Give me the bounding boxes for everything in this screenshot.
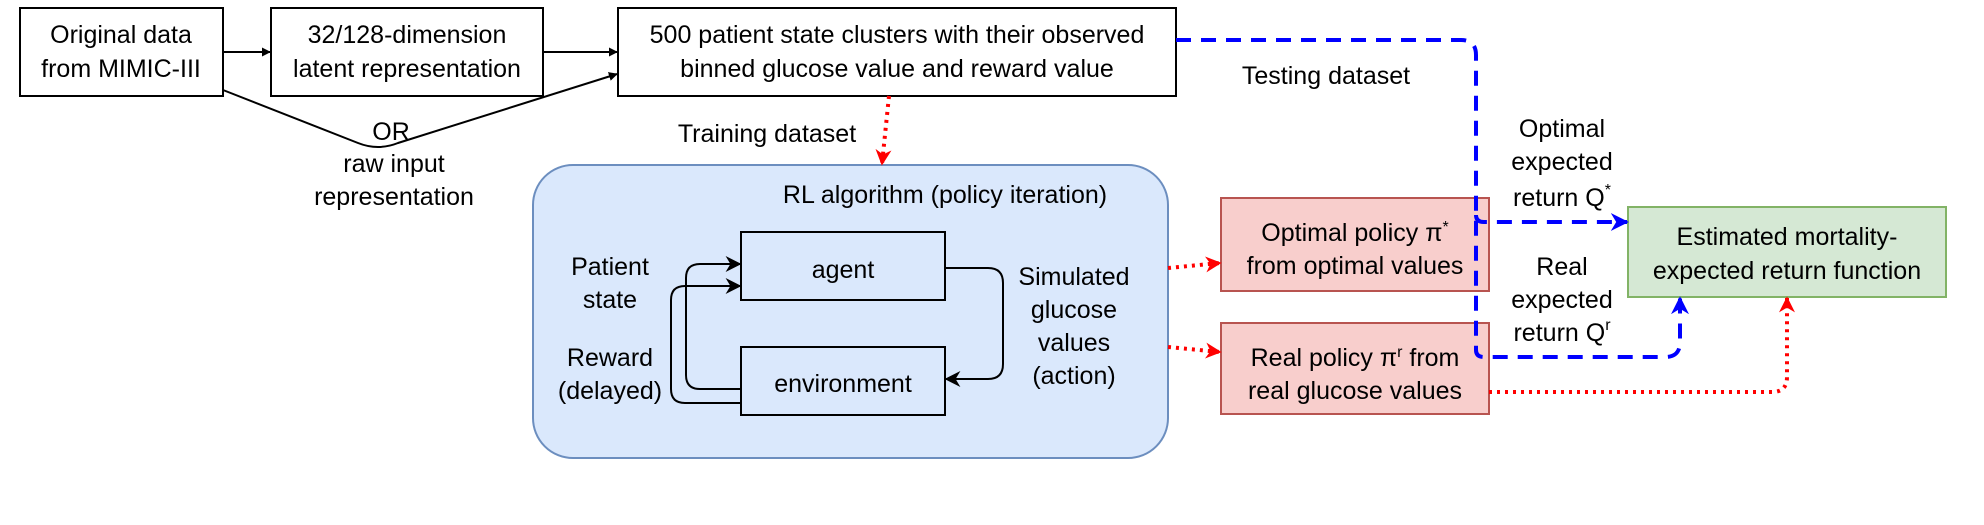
simulated-line-1: Simulated xyxy=(1018,263,1129,291)
node-agent: agent xyxy=(740,231,946,301)
edge-reward-loop-outer xyxy=(670,285,721,404)
rl-title: RL algorithm (policy iteration) xyxy=(783,181,1107,209)
real-policy-line-1: Real policy πr from xyxy=(1251,344,1460,372)
node-patient-clusters: 500 patient state clusters with their ob… xyxy=(617,7,1177,97)
clusters-line-1: 500 patient state clusters with their ob… xyxy=(650,21,1145,49)
patient-state-line-2: state xyxy=(583,286,637,314)
node-original-data: Original data from MIMIC-III xyxy=(19,7,224,97)
edge-rl-to-real-policy xyxy=(1167,342,1222,359)
edge-testing-dataset xyxy=(1176,38,1689,359)
edge-training-dataset xyxy=(875,95,892,166)
reward-line-1: Reward xyxy=(567,344,653,372)
optimal-return-line-1: Optimal xyxy=(1519,115,1605,143)
mortality-line-2: expected return function xyxy=(1653,257,1921,285)
edge-raw-input-to-clusters xyxy=(222,72,618,148)
simulated-line-2: glucose xyxy=(1031,296,1117,324)
real-policy-line-2: real glucose values xyxy=(1248,377,1462,405)
environment-label: environment xyxy=(774,370,912,398)
training-dataset-label: Training dataset xyxy=(678,120,856,148)
edge-action-loop xyxy=(944,267,1004,387)
simulated-line-3: values xyxy=(1038,329,1110,357)
node-environment: environment xyxy=(740,346,946,416)
real-return-line-3: return Qr xyxy=(1513,317,1611,347)
optimal-return-line-2: expected xyxy=(1511,148,1612,176)
latent-line-1: 32/128-dimension xyxy=(308,21,507,49)
node-optimal-policy: Optimal policy π* from optimal values xyxy=(1220,197,1490,292)
original-data-line-2: from MIMIC-III xyxy=(41,55,201,83)
optimal-return-line-3: return Q* xyxy=(1513,182,1611,212)
raw-input-line-2: representation xyxy=(314,183,474,211)
original-data-line-1: Original data xyxy=(50,21,192,49)
mortality-line-1: Estimated mortality- xyxy=(1677,223,1898,251)
patient-state-line-1: Patient xyxy=(571,253,649,281)
simulated-line-4: (action) xyxy=(1032,362,1115,390)
edge-optimal-return xyxy=(1474,213,1629,231)
latent-line-2: latent representation xyxy=(293,55,521,83)
testing-dataset-label: Testing dataset xyxy=(1242,62,1410,90)
raw-input-line-1: raw input xyxy=(343,150,444,178)
reward-line-2: (delayed) xyxy=(558,377,662,405)
real-return-line-2: expected xyxy=(1511,286,1612,314)
node-real-policy: Real policy πr from real glucose values xyxy=(1220,322,1490,415)
or-label: OR xyxy=(372,118,410,146)
agent-label: agent xyxy=(812,256,875,284)
optimal-policy-line-2: from optimal values xyxy=(1247,252,1464,280)
clusters-line-2: binned glucose value and reward value xyxy=(680,55,1114,83)
edge-rl-to-optimal-policy xyxy=(1167,256,1222,273)
edge-patient-state-loop xyxy=(685,256,742,390)
optimal-policy-line-1: Optimal policy π* xyxy=(1261,219,1448,247)
real-return-line-1: Real xyxy=(1536,253,1587,281)
node-mortality-function: Estimated mortality- expected return fun… xyxy=(1627,206,1947,298)
node-latent-representation: 32/128-dimension latent representation xyxy=(270,7,544,97)
node-rl-container: RL algorithm (policy iteration) xyxy=(532,164,1169,459)
